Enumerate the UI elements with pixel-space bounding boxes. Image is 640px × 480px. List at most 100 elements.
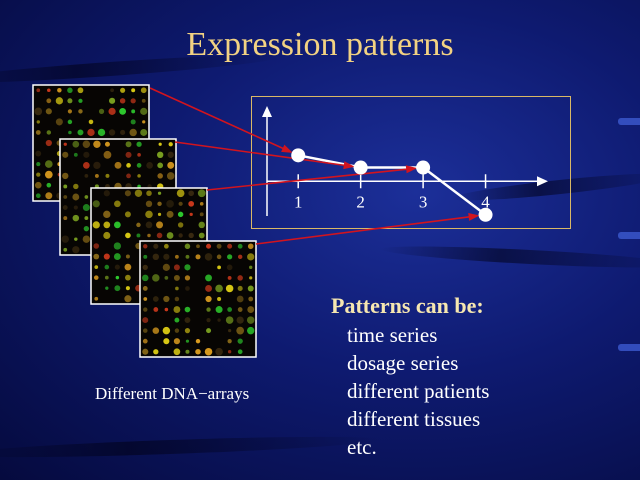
array-spot bbox=[249, 265, 253, 270]
array-spot bbox=[173, 264, 180, 271]
array-spot bbox=[195, 338, 201, 344]
arrays-caption: Different DNA−arrays bbox=[95, 384, 250, 403]
patterns-list: Patterns can be: time series dosage seri… bbox=[331, 293, 489, 461]
array-spot bbox=[146, 162, 153, 169]
array-spot bbox=[174, 317, 180, 323]
array-spot bbox=[136, 222, 141, 228]
x-tick-label: 3 bbox=[419, 192, 428, 211]
array-spot bbox=[78, 98, 83, 103]
array-spot bbox=[72, 140, 80, 148]
array-spot bbox=[185, 339, 190, 343]
array-spot bbox=[184, 306, 191, 313]
array-spot bbox=[152, 274, 160, 282]
array-spot bbox=[120, 129, 126, 136]
array-spot bbox=[97, 128, 106, 137]
array-spot bbox=[195, 254, 201, 260]
array-spot bbox=[84, 216, 89, 220]
pattern-item: etc. bbox=[347, 435, 377, 459]
array-spot bbox=[184, 328, 191, 334]
array-spot bbox=[94, 296, 99, 301]
array-spot bbox=[157, 162, 164, 169]
array-connector-arrowhead bbox=[405, 165, 418, 174]
array-spot bbox=[67, 98, 73, 104]
array-spot bbox=[247, 285, 254, 292]
array-spot bbox=[98, 108, 105, 114]
data-point bbox=[291, 148, 306, 163]
array-spot bbox=[248, 296, 254, 302]
array-spot bbox=[142, 264, 148, 270]
array-spot bbox=[46, 98, 52, 104]
array-spot bbox=[104, 141, 110, 147]
array-spot bbox=[163, 295, 170, 303]
array-spot bbox=[152, 327, 160, 334]
array-spot bbox=[237, 349, 243, 355]
array-connector-arrow bbox=[255, 215, 471, 245]
array-spot bbox=[124, 190, 131, 197]
array-spot bbox=[105, 286, 109, 290]
array-spot bbox=[84, 174, 89, 178]
array-spot bbox=[142, 317, 149, 324]
array-spot bbox=[36, 88, 41, 93]
array-spot bbox=[178, 201, 183, 206]
pattern-item: time series bbox=[347, 323, 438, 347]
array-spot bbox=[225, 284, 234, 293]
array-spot bbox=[140, 87, 147, 94]
array-spot bbox=[236, 326, 245, 335]
array-spot bbox=[115, 275, 120, 280]
x-axis-arrowhead bbox=[537, 176, 548, 187]
array-spot bbox=[55, 97, 63, 105]
array-spot bbox=[156, 221, 164, 229]
array-spot bbox=[136, 233, 141, 238]
array-spot bbox=[236, 295, 244, 303]
array-spot bbox=[114, 161, 122, 169]
array-spot bbox=[67, 87, 73, 94]
array-spot bbox=[175, 286, 179, 291]
array-spot bbox=[173, 348, 181, 356]
x-tick-label: 1 bbox=[294, 192, 303, 211]
array-spot bbox=[143, 328, 148, 333]
array-spot bbox=[177, 211, 184, 218]
array-spot bbox=[146, 190, 152, 197]
array-spot bbox=[184, 264, 191, 271]
array-spot bbox=[92, 200, 100, 208]
array-spot bbox=[57, 88, 62, 93]
array-spot bbox=[162, 263, 170, 271]
array-spot bbox=[164, 307, 169, 312]
array-spot bbox=[168, 142, 173, 147]
array-spot bbox=[206, 317, 211, 323]
array-spot bbox=[124, 211, 131, 218]
array-spot bbox=[227, 307, 233, 312]
expression-line bbox=[297, 154, 487, 216]
array-spot bbox=[188, 190, 195, 197]
edge-tick bbox=[618, 118, 640, 125]
array-spot bbox=[103, 190, 110, 197]
array-spot bbox=[124, 263, 132, 271]
array-spot bbox=[188, 200, 195, 207]
array-spot bbox=[205, 274, 213, 282]
array-spot bbox=[88, 119, 94, 125]
array-spot bbox=[205, 295, 212, 303]
array-spot bbox=[47, 88, 51, 93]
array-spot bbox=[142, 120, 146, 124]
array-spot bbox=[142, 274, 149, 282]
array-spot bbox=[188, 232, 194, 239]
array-spot bbox=[217, 296, 222, 302]
array-spot bbox=[35, 193, 41, 199]
array-spot bbox=[176, 189, 185, 198]
array-spot bbox=[184, 317, 191, 324]
array-spot bbox=[162, 326, 171, 335]
array-spot bbox=[205, 285, 212, 292]
array-spot bbox=[143, 297, 148, 301]
array-spot bbox=[119, 98, 126, 104]
array-spot bbox=[103, 231, 111, 239]
array-spot bbox=[166, 210, 174, 218]
array-spot bbox=[114, 200, 121, 208]
array-spot bbox=[185, 286, 190, 291]
array-spot bbox=[63, 184, 68, 189]
x-tick-label: 2 bbox=[356, 192, 365, 211]
array-spot bbox=[157, 201, 162, 207]
array-spot bbox=[156, 232, 163, 239]
slide-title: Expression patterns bbox=[186, 26, 454, 63]
